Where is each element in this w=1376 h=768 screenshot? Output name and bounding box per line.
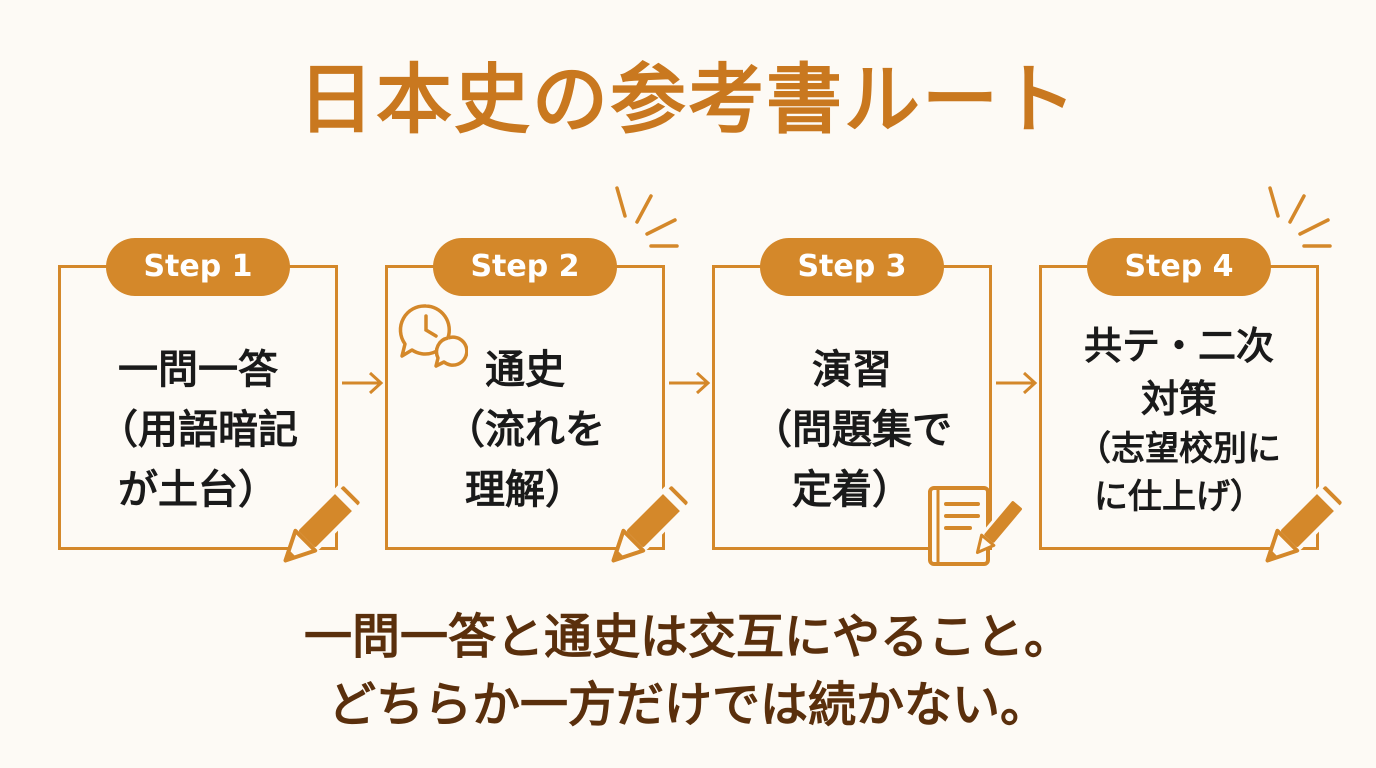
step-3-badge: Step 3 [760,238,944,296]
step-1-card: Step 1 一問一答 （用語暗記 が土台） [58,238,338,550]
step-1-badge: Step 1 [106,238,290,296]
pencil-icon [611,482,692,563]
step-1-line-3: が土台） [118,467,278,513]
page-title: 日本史の参考書ルート [298,55,1078,144]
step-3-line-2: （問題集で [752,407,952,453]
pencil-icon [1265,482,1346,563]
step-2-card: Step 2 通史 （流れを 理解） [385,238,665,550]
step-2-text: 通史 （流れを 理解） [388,340,662,520]
step-4-text: 共テ・二次 対策 （志望校別に に仕上げ） [1042,320,1316,522]
step-1-text: 一問一答 （用語暗記 が土台） [61,340,335,520]
arrow-right-icon [342,371,384,395]
step-4-line-1: 共テ・二次 [1083,324,1274,368]
step-2-line-2: （流れを [445,407,605,453]
step-2-line-3: 理解） [465,467,585,513]
step-2-line-1: 通史 [485,347,565,393]
arrow-right-icon [669,371,711,395]
step-4-line-2: 対策 [1140,377,1217,422]
clock-chat-icon [398,304,468,368]
sparkle-icon [1268,186,1332,248]
step-4-line-3: （志望校別に [1077,429,1281,470]
step-4-badge: Step 4 [1087,238,1271,296]
footer-line-2: どちらか一方だけでは続かない。 [327,677,1048,733]
step-4-line-4: に仕上げ） [1094,476,1264,517]
step-4-card: Step 4 共テ・二次 対策 （志望校別に に仕上げ） [1039,238,1319,550]
step-3-text: 演習 （問題集で 定着） [715,340,989,520]
arrow-right-icon [996,371,1038,395]
notepad-pencil-icon [928,486,1024,566]
footer-line-1: 一問一答と通史は交互にやること。 [303,609,1072,665]
step-1-line-2: （用語暗記 [98,407,298,453]
step-3-card: Step 3 演習 （問題集で 定着） [712,238,992,550]
sparkle-icon [615,186,679,248]
step-1-line-1: 一問一答 [118,347,278,393]
step-3-line-1: 演習 [812,347,892,393]
step-2-badge: Step 2 [433,238,617,296]
pencil-icon [283,482,364,563]
step-3-line-3: 定着） [792,467,912,513]
